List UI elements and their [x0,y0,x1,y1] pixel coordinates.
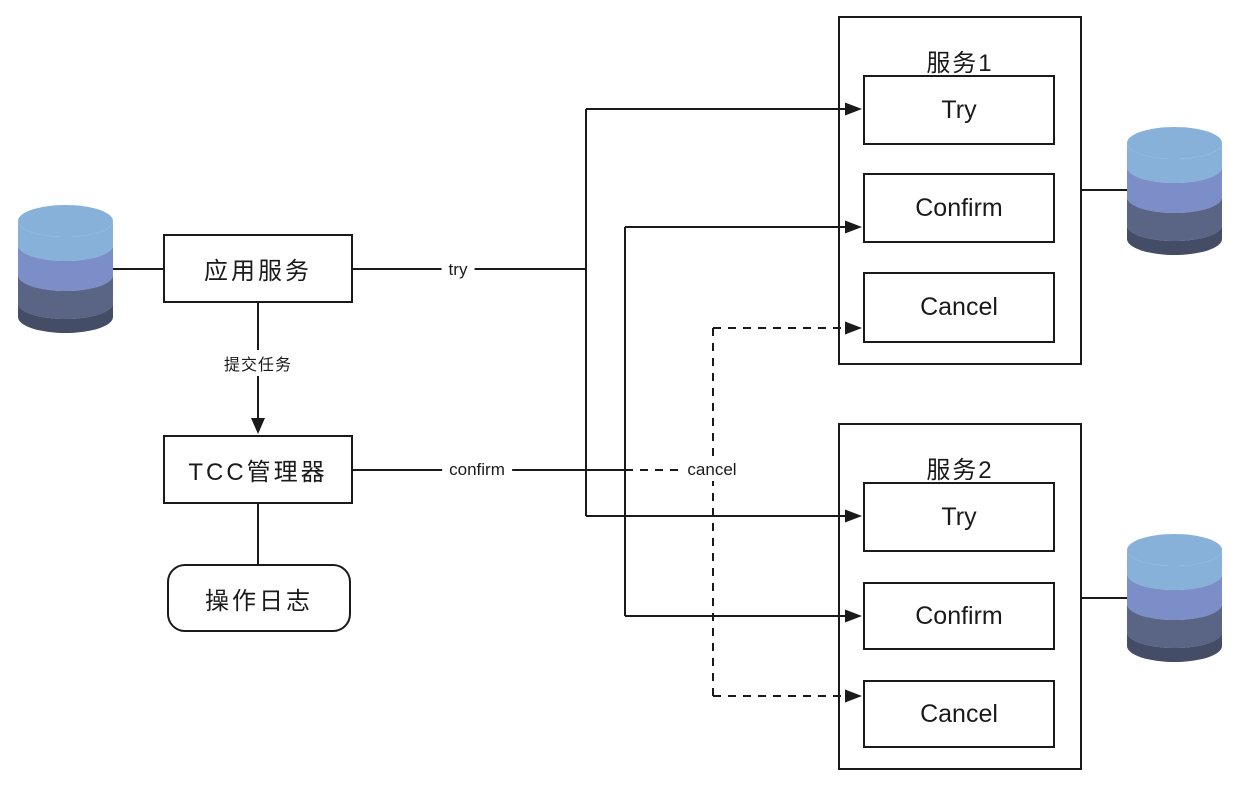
service2-title: 服务2 [926,457,994,484]
edge-confirm [353,226,845,617]
service2-try-box: Try [863,482,1055,552]
database-icon-service1 [1127,127,1222,255]
service2-cancel-box: Cancel [863,680,1055,748]
submit-task-label: 提交任务 [216,350,300,376]
arrowhead-confirm-service2 [845,609,862,623]
tcc-manager-node: TCC管理器 [163,435,353,504]
arrowhead-confirm-service1 [845,220,862,234]
arrowhead-submit-task [251,418,265,434]
service2-confirm-box: Confirm [863,582,1055,650]
edge-cancel [625,327,845,697]
operation-log-node: 操作日志 [167,564,351,632]
edge-try [353,108,845,517]
service1-try-box: Try [863,75,1055,145]
service1-title: 服务1 [926,50,994,77]
confirm-label: confirm [442,459,512,481]
try-label: try [441,259,475,281]
cancel-label: cancel [680,459,744,481]
app-service-node: 应用服务 [163,234,353,303]
database-icon-left [18,205,113,333]
arrowhead-try-service1 [845,102,862,116]
arrowhead-cancel-service1 [845,321,862,335]
database-icon-service2 [1127,534,1222,662]
service1-cancel-box: Cancel [863,272,1055,343]
arrowhead-cancel-service2 [845,689,862,703]
arrowhead-try-service2 [845,509,862,523]
service1-confirm-box: Confirm [863,173,1055,243]
